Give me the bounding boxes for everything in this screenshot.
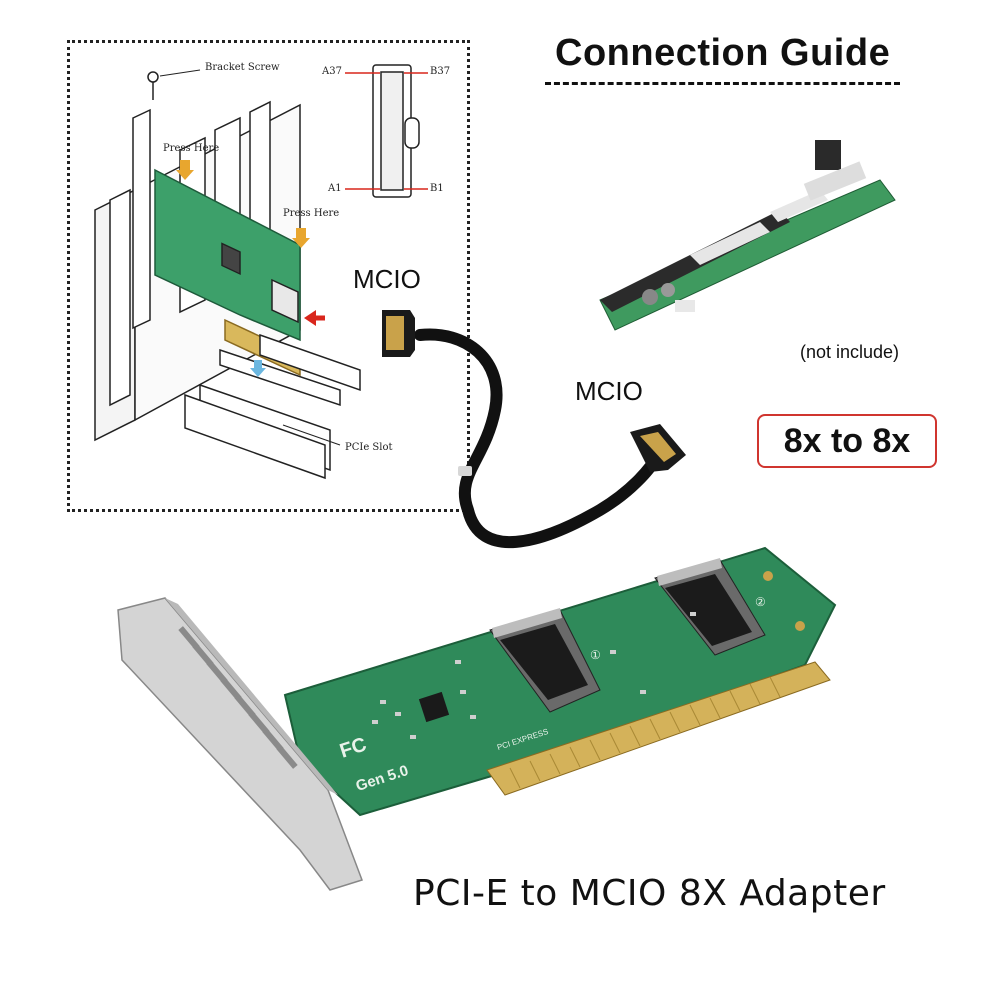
pcie-slot-label: PCIe Slot [345, 442, 393, 453]
install-diagram [94, 71, 361, 480]
press-arrow-icon [176, 160, 194, 180]
mcio-label-bottom: MCIO [575, 376, 643, 406]
down-arrow-icon [250, 360, 266, 377]
pin-b1-label: B1 [430, 183, 444, 194]
press-arrow-icon [292, 228, 310, 248]
pin-a1-label: A1 [328, 183, 342, 194]
lane-badge: 8x to 8x [757, 414, 937, 468]
mcio-label-top: MCIO [353, 264, 421, 294]
port-1-mark: ① [590, 648, 601, 662]
mcio-cable [414, 328, 664, 549]
page-title: Connection Guide [555, 32, 891, 74]
mcio-port-1 [489, 608, 601, 713]
port-2-mark: ② [755, 595, 766, 609]
mcio-port-2 [654, 558, 766, 656]
pin-a37-label: A37 [322, 66, 342, 77]
red-arrowhead-icon [304, 310, 316, 326]
installation-diagram-frame [67, 40, 470, 512]
pin-b37-label: B37 [430, 66, 451, 77]
press-here-label-1: Press Here [163, 143, 220, 154]
adapter-card [117, 546, 837, 891]
title-underline [545, 82, 900, 85]
pin-diagram [345, 64, 428, 198]
press-here-label-2: Press Here [283, 208, 340, 219]
riser-board [599, 140, 896, 331]
riser-not-included-note: (not include) [800, 342, 900, 362]
product-caption: PCI-E to MCIO 8X Adapter [413, 873, 886, 914]
bracket-screw-label: Bracket Screw [205, 62, 280, 73]
